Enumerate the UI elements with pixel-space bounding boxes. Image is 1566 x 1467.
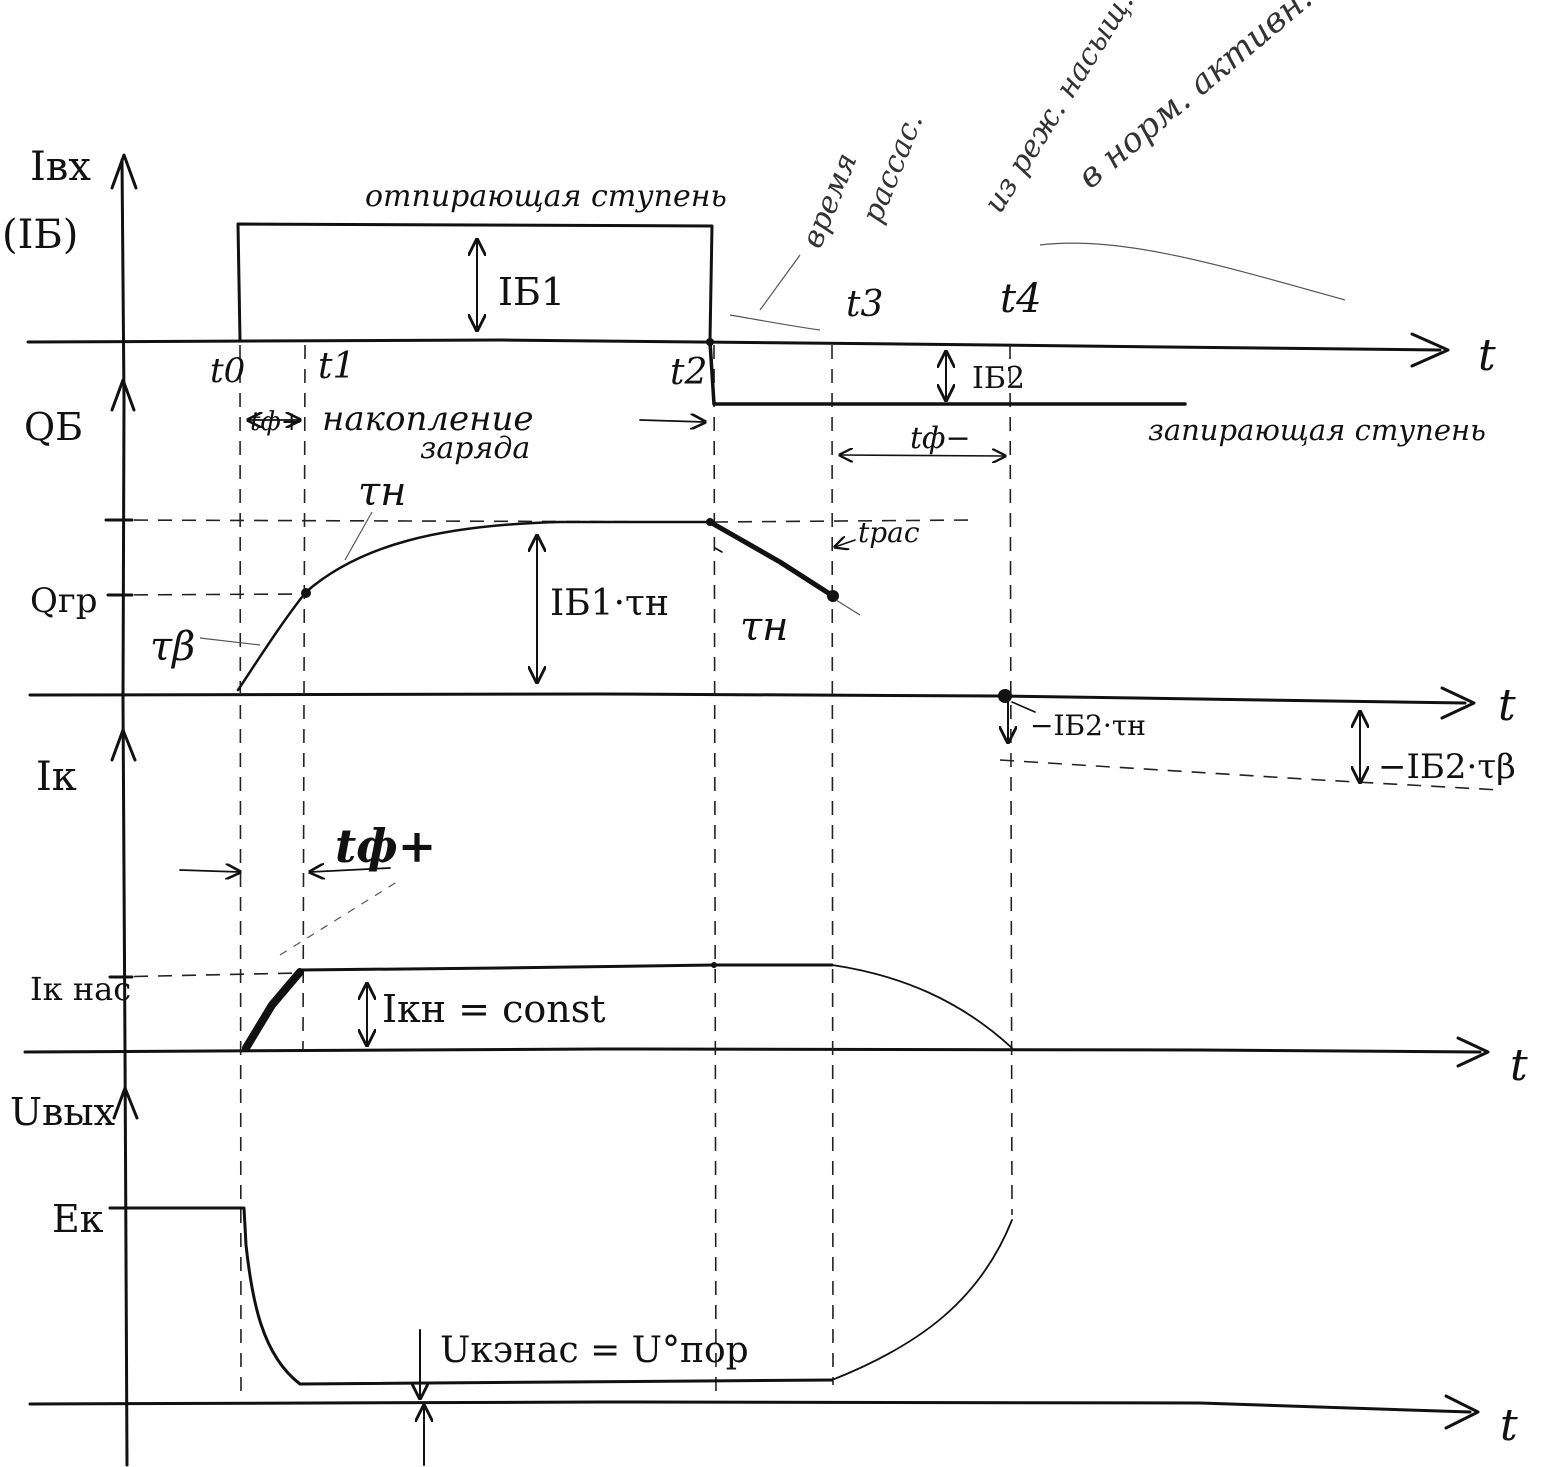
- lock-step-label: запирающая ступень: [1148, 413, 1486, 447]
- ek-label: Eк: [52, 1197, 104, 1241]
- collector-current-waveform: [242, 962, 1013, 1052]
- ib1-tau-label: IБ1·τн: [550, 583, 669, 624]
- base-current-labels: отпирающая ступень IБ1 IБ2 tф+ накоплени…: [250, 179, 1486, 466]
- ib1-label: IБ1: [498, 270, 565, 314]
- t-ras-label: tрас: [858, 516, 920, 549]
- tau-b-label: τβ: [150, 624, 195, 670]
- accumulation-label-1: накопление: [322, 399, 534, 439]
- tf-plus-label: tф+: [250, 407, 303, 437]
- base-current-waveform: [236, 222, 1187, 406]
- unlock-step-label: отпирающая ступень: [365, 179, 727, 214]
- t2-label: t2: [670, 352, 707, 393]
- t4-label: t4: [1000, 276, 1042, 322]
- charge-labels: τн τβ IБ1·τн tрас τн −IБ2·τн −IБ2·τβ: [150, 469, 1516, 787]
- uke-sat-label: Uкэнас = U°пор: [440, 1330, 749, 1371]
- t0-label: t0: [210, 351, 245, 391]
- ik-axis-label: Iк: [36, 754, 77, 800]
- ib-axis-label: Iвх: [30, 144, 91, 190]
- output-labels: Uкэнас = U°пор: [440, 1330, 749, 1371]
- time-axes: [23, 332, 1490, 1430]
- output-voltage-waveform: [122, 1206, 1013, 1386]
- time-axis-uout: [28, 1400, 1472, 1414]
- note-line-2: рассас.: [855, 108, 931, 228]
- ik-sat-label: Iк нас: [30, 970, 131, 1008]
- qb-axis-label: QБ: [24, 405, 83, 449]
- ib2-label: IБ2: [972, 361, 1025, 396]
- tf-minus-label: tф−: [910, 421, 971, 456]
- time-axis-qb: [28, 692, 1467, 705]
- ib2-tau-n-label: −IБ2·τн: [1030, 709, 1146, 742]
- t3-label: t3: [846, 284, 883, 325]
- note-line-3: из реж. насыщ.: [977, 0, 1141, 219]
- ib2-tau-b-label: −IБ2·τβ: [1378, 747, 1516, 787]
- tau-n-top-label: τн: [358, 469, 406, 515]
- q-gr-label: Qгр: [30, 581, 97, 621]
- guide-lines: [109, 519, 1501, 978]
- t-axis-label-3: t: [1510, 1040, 1528, 1091]
- ikn-const-label: Iкн = const: [382, 987, 606, 1031]
- t-axis-label-1: t: [1478, 330, 1496, 381]
- accumulation-label-2: заряда: [420, 431, 530, 466]
- t-axis-label-4: t: [1500, 1400, 1518, 1451]
- ib-axis-sublabel: (IБ): [2, 212, 78, 258]
- t1-label: t1: [318, 346, 355, 387]
- vertical-axis: [110, 153, 139, 1467]
- time-mark-labels: t0 t1 t2 t3 t4: [210, 276, 1042, 393]
- tf-plus-big-label: tф+: [335, 819, 436, 873]
- charge-curve: [236, 518, 1012, 703]
- tau-n-fall-label: τн: [740, 604, 788, 650]
- axis-labels: Iвх (IБ) QБ Qгр Iк Iк нас Uвых Eк t t t …: [2, 144, 1528, 1451]
- time-axis-ib: [26, 338, 1442, 352]
- uout-axis-label: Uвых: [10, 1090, 115, 1134]
- t-axis-label-2: t: [1498, 680, 1516, 731]
- time-axis-ik: [23, 1047, 1482, 1054]
- note-line-1: время: [795, 148, 865, 253]
- collector-labels: tф+ Iкн = const: [335, 819, 606, 1031]
- rotated-notes: время рассас. из реж. насыщ. в норм. акт…: [795, 0, 1320, 253]
